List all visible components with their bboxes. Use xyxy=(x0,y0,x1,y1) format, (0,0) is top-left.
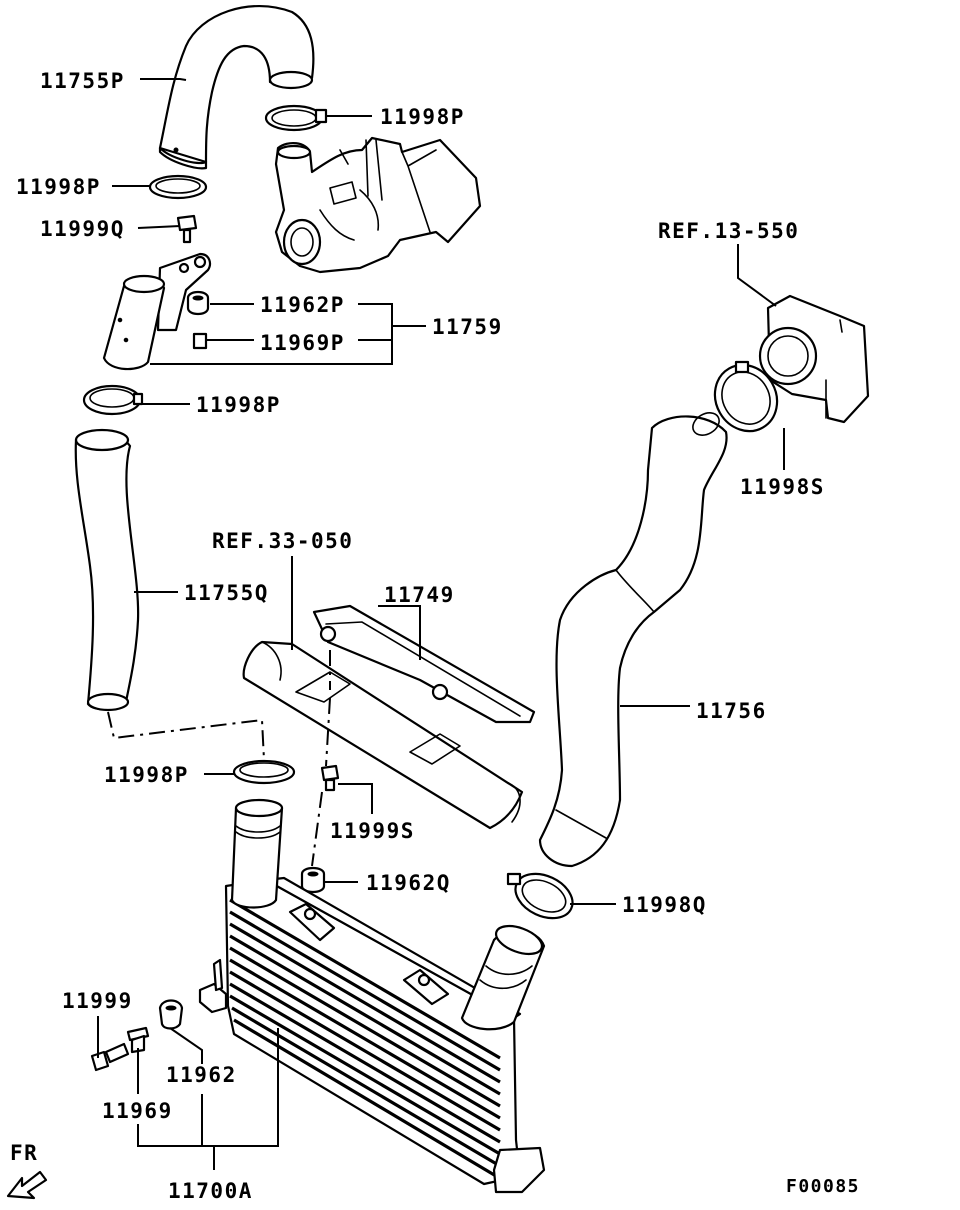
label-clamp-upper-right: 11998P xyxy=(380,105,465,129)
label-bolt-intercooler: 11999 xyxy=(62,989,133,1013)
grommet-intercooler[interactable] xyxy=(158,999,184,1030)
heat-shield[interactable] xyxy=(312,604,536,724)
intercooler-inlet-pipe[interactable] xyxy=(230,798,284,909)
label-bolt-lower: 11999S xyxy=(330,819,415,843)
label-collar-intercooler: 11969 xyxy=(102,1099,173,1123)
label-bolt-upper: 11999Q xyxy=(40,217,125,241)
label-ref-crossmember: REF.33-050 xyxy=(212,529,353,553)
hose-clamp-lower-left[interactable] xyxy=(232,759,296,785)
pipe-bracket-assembly[interactable] xyxy=(102,252,211,371)
label-clamp-upper-left: 11998P xyxy=(16,175,101,199)
front-direction-arrow-icon xyxy=(6,1170,48,1200)
label-direction: FR xyxy=(10,1141,38,1165)
hose-right[interactable] xyxy=(538,408,728,868)
part-labels: 11755P 11998P 11998P 11999Q 11962P 11759… xyxy=(10,69,860,1203)
label-figure-code: F00085 xyxy=(786,1176,860,1197)
hose-clamp-upper-right[interactable] xyxy=(264,104,328,132)
label-heat-shield: 11749 xyxy=(384,583,455,607)
hose-clamp-upper-left[interactable] xyxy=(148,174,208,200)
label-bracket-assembly: 11759 xyxy=(432,315,503,339)
leader-lines xyxy=(97,78,785,1170)
label-clamp-right: 11998S xyxy=(740,475,825,499)
intercooler-outlet-pipe[interactable] xyxy=(460,921,546,1031)
label-grommet-lower: 11962Q xyxy=(366,871,451,895)
label-hose-left: 11755Q xyxy=(184,581,269,605)
hose-clamp-lower-right[interactable] xyxy=(506,865,580,927)
label-intercooler-assembly: 11700A xyxy=(168,1179,253,1203)
bolt-upper[interactable] xyxy=(176,214,198,244)
label-ref-air-cleaner: REF.13-550 xyxy=(658,219,799,243)
turbocharger[interactable] xyxy=(274,136,482,274)
air-cleaner-outlet[interactable] xyxy=(758,294,870,424)
label-clamp-lower-left: 11998P xyxy=(104,763,189,787)
label-grommet-intercooler: 11962 xyxy=(166,1063,237,1087)
intercooler[interactable] xyxy=(198,876,546,1194)
collar-intercooler[interactable] xyxy=(126,1026,150,1054)
bolt-lower[interactable] xyxy=(320,764,340,792)
hose-clamp-right[interactable] xyxy=(703,354,789,443)
hose-left[interactable] xyxy=(74,428,140,712)
grommet-upper[interactable] xyxy=(186,290,210,316)
label-pipe-upper: 11755P xyxy=(40,69,125,93)
label-clamp-mid-left: 11998P xyxy=(196,393,281,417)
collar-upper[interactable] xyxy=(192,332,208,350)
crossmember[interactable] xyxy=(242,640,524,830)
bolt-intercooler[interactable] xyxy=(90,1042,130,1072)
label-clamp-lower-right: 11998Q xyxy=(622,893,707,917)
hose-clamp-mid-left[interactable] xyxy=(82,384,144,416)
upper-intake-pipe[interactable] xyxy=(158,4,315,170)
label-grommet-upper: 11962P xyxy=(260,293,345,317)
grommet-lower[interactable] xyxy=(300,866,326,894)
label-hose-right: 11756 xyxy=(696,699,767,723)
label-collar-upper: 11969P xyxy=(260,331,345,355)
